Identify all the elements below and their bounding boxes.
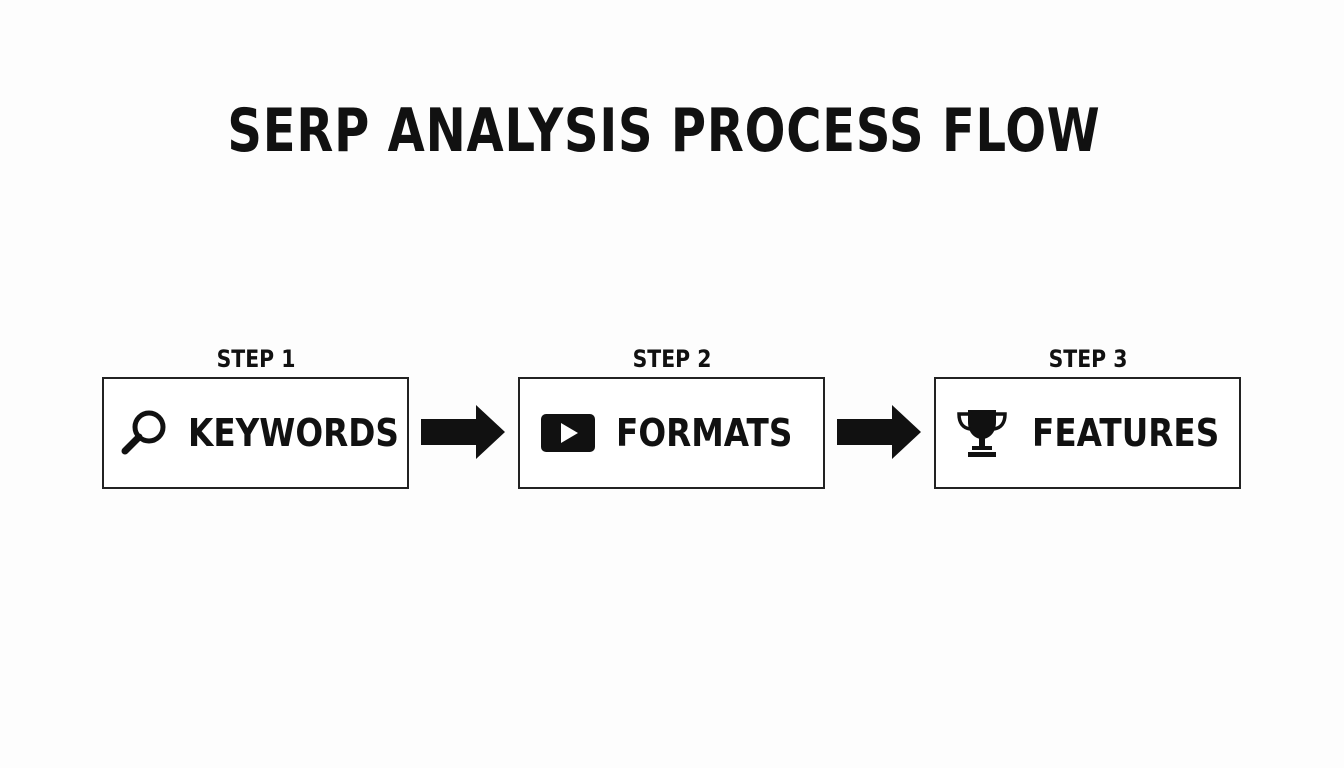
magnifying-glass-icon [116,379,172,487]
arrow-right-icon [421,404,507,464]
trophy-icon [954,379,1010,487]
step-2-box: FORMATS [518,377,825,489]
step-3-box: FEATURES [934,377,1241,489]
video-play-icon [540,379,596,487]
step-1-label: STEP 1 [216,345,296,373]
arrow-right-icon [837,404,923,464]
step-3-text: FEATURES [1032,411,1220,455]
page-title: SERP ANALYSIS PROCESS FLOW [227,96,1101,166]
step-3-label: STEP 3 [1048,345,1128,373]
step-2-label: STEP 2 [632,345,712,373]
step-2-text: FORMATS [616,411,793,455]
step-1-box: KEYWORDS [102,377,409,489]
step-1-text: KEYWORDS [188,411,399,455]
